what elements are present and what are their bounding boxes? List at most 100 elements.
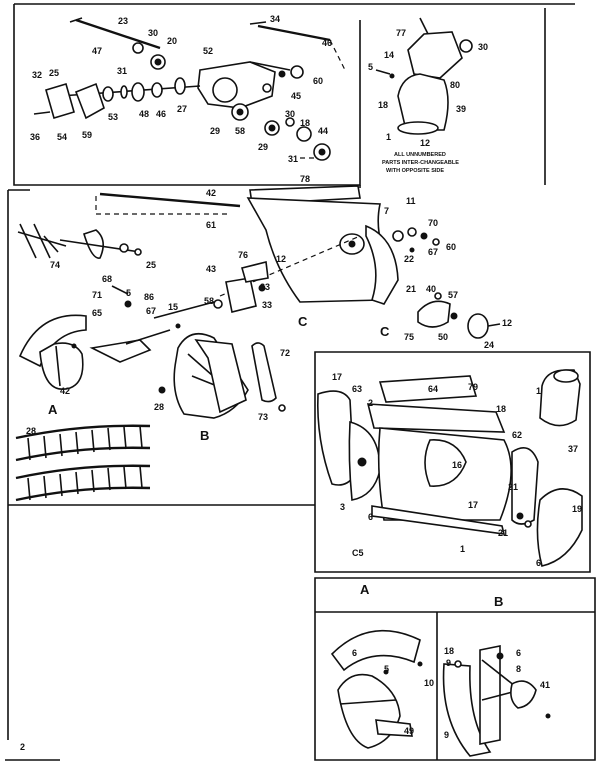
- callout-50: 50: [438, 332, 448, 342]
- callout-6: 6: [368, 512, 373, 522]
- callout-73: 73: [258, 412, 268, 422]
- callout-30-c: 30: [478, 42, 488, 52]
- callout-72: 72: [280, 348, 290, 358]
- callout-86: 86: [144, 292, 154, 302]
- callout-1: 1: [386, 132, 391, 142]
- callout-1-c: 1: [460, 544, 465, 554]
- callout-48: 48: [139, 109, 149, 119]
- chute-assembly: [375, 17, 473, 135]
- callout-58-b: 58: [204, 296, 214, 306]
- callout-28-b: 28: [26, 426, 36, 436]
- callout-30-b: 30: [285, 109, 295, 119]
- callout-12-b: 12: [502, 318, 512, 328]
- callout-42: 42: [206, 188, 216, 198]
- callout-65: 65: [92, 308, 102, 318]
- callout-21: 21: [406, 284, 416, 294]
- callout-6-d: 6: [516, 648, 521, 658]
- callout-31: 31: [117, 66, 127, 76]
- callout-27: 27: [177, 104, 187, 114]
- callout-67: 67: [428, 247, 438, 257]
- callout-34: 34: [270, 14, 280, 24]
- callout-80: 80: [450, 80, 460, 90]
- frame-lines: [5, 3, 596, 761]
- callout-18: 18: [300, 118, 310, 128]
- housing-detail-box: [316, 369, 583, 567]
- callout-59: 59: [82, 130, 92, 140]
- callout-44: 44: [318, 126, 328, 136]
- callout-30: 30: [148, 28, 158, 38]
- callout-74: 74: [50, 260, 60, 270]
- callout-46-b: 46: [156, 109, 166, 119]
- callout-17-b: 17: [468, 500, 478, 510]
- code-label: C5: [352, 548, 364, 558]
- housing-detail-callouts: 17 63 64 79 1 2 18 16 62 37 21 3 6 17 21…: [332, 372, 582, 568]
- callout-31-b: 31: [288, 154, 298, 164]
- callout-17: 17: [332, 372, 342, 382]
- housing-callouts: 78 42 61 7 11 70 60 22 67 74 25 43 76 12…: [50, 174, 456, 329]
- callout-6-b: 6: [536, 558, 541, 568]
- callout-58: 58: [235, 126, 245, 136]
- callout-41: 41: [540, 680, 550, 690]
- callout-8: 8: [516, 664, 521, 674]
- shaft-callouts: 21 40 57 75 50 12 24 C: [380, 284, 512, 350]
- impeller-housing-b: [158, 332, 286, 419]
- callout-53: 53: [108, 112, 118, 122]
- callout-24: 24: [484, 340, 494, 350]
- callout-28: 28: [154, 402, 164, 412]
- callout-62: 62: [512, 430, 522, 440]
- callout-14: 14: [384, 50, 394, 60]
- callout-78: 78: [300, 174, 310, 184]
- callout-79: 79: [468, 382, 478, 392]
- section-letter-b-2: B: [494, 594, 503, 609]
- callout-12: 12: [420, 138, 430, 148]
- note-line-2: PARTS INTER-CHANGEABLE: [382, 160, 459, 166]
- callout-61: 61: [206, 220, 216, 230]
- chain-set: [15, 424, 151, 502]
- callout-45: 45: [291, 91, 301, 101]
- callout-5: 5: [368, 62, 373, 72]
- callout-39: 39: [456, 104, 466, 114]
- callout-57: 57: [448, 290, 458, 300]
- callout-33-a: 33: [260, 282, 270, 292]
- callout-77: 77: [396, 28, 406, 38]
- callout-7: 7: [384, 206, 389, 216]
- callout-3: 3: [340, 502, 345, 512]
- callout-5-b: 5: [126, 288, 131, 298]
- callout-75: 75: [404, 332, 414, 342]
- callout-2: 2: [368, 398, 373, 408]
- callout-20: 20: [167, 36, 177, 46]
- detail-a: [330, 629, 423, 749]
- callout-1-b: 1: [536, 386, 541, 396]
- callout-25-b: 25: [146, 260, 156, 270]
- callout-60: 60: [313, 76, 323, 86]
- callout-9: 9: [446, 658, 451, 668]
- callout-29: 29: [210, 126, 220, 136]
- callout-33: 33: [262, 300, 272, 310]
- callout-18-d: 18: [444, 646, 454, 656]
- callout-21-c: 21: [498, 528, 508, 538]
- callout-71: 71: [92, 290, 102, 300]
- callout-19: 19: [572, 504, 582, 514]
- callout-5-c: 5: [384, 664, 389, 674]
- callout-76: 76: [238, 250, 248, 260]
- callout-18-c: 18: [496, 404, 506, 414]
- callout-54: 54: [57, 132, 67, 142]
- note-line-3: WITH OPPOSITE SIDE: [386, 168, 444, 174]
- callout-23: 23: [118, 16, 128, 26]
- callout-12-side: 12: [276, 254, 286, 264]
- callout-49: 49: [404, 726, 414, 736]
- callout-47: 47: [92, 46, 102, 56]
- section-letter-a: A: [48, 402, 58, 417]
- gearbox-assembly: [33, 17, 346, 161]
- callout-46: 46: [322, 38, 332, 48]
- callout-42-b: 42: [60, 386, 70, 396]
- left-middle-callouts: 42 A 72 28 73 B 28: [26, 348, 290, 443]
- callout-22: 22: [404, 254, 414, 264]
- callout-67-b: 67: [146, 306, 156, 316]
- callout-29-b: 29: [258, 142, 268, 152]
- callout-32: 32: [32, 70, 42, 80]
- callout-68: 68: [102, 274, 112, 284]
- detail-callouts: A B 6 5 10 49 18 9 6 8 41 9: [352, 582, 550, 740]
- callout-37: 37: [568, 444, 578, 454]
